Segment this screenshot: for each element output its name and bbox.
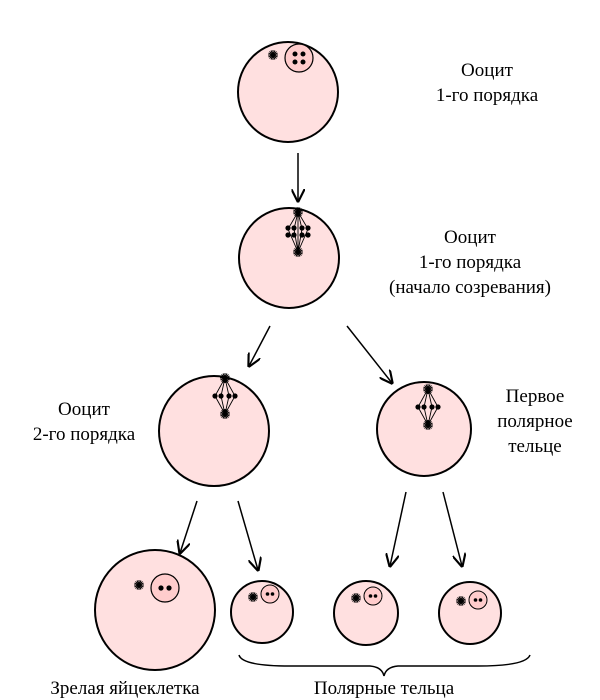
arrow	[180, 500, 198, 553]
label-secondary-oocyte: Ооцит 2-го порядка	[33, 397, 135, 447]
arrow	[237, 500, 258, 570]
label-line: (начало созревания)	[389, 277, 551, 298]
label-first-polar-body: Первое полярное тельце	[497, 384, 572, 459]
label-line: тельце	[508, 436, 562, 457]
label-polar-bodies: Полярные тельца	[313, 678, 455, 699]
nucleus-4-chromosomes	[284, 43, 314, 73]
label-line: Ооцит	[461, 60, 513, 81]
arrow	[249, 325, 271, 366]
nucleus-2-chromosomes	[260, 584, 280, 604]
maturing-oocyte-cell	[238, 207, 340, 309]
first-polar-body-cell	[376, 381, 472, 477]
label-line: Ооцит	[58, 399, 110, 420]
arrow	[346, 325, 392, 383]
label-line: Первое	[505, 386, 565, 407]
label-line: Ооцит	[444, 227, 496, 248]
label-primary-oocyte: Ооцит 1-го порядка	[436, 58, 538, 108]
label-maturing-oocyte: Ооцит 1-го порядка (начало созревания)	[389, 225, 551, 300]
primary-oocyte-cell	[237, 41, 339, 143]
label-mature-egg: Зрелая яйцеклетка	[50, 678, 200, 699]
centrosome-icon	[350, 592, 362, 604]
centrosome-icon	[133, 579, 145, 591]
arrow	[442, 491, 462, 566]
label-line: 2-го порядка	[32, 424, 136, 445]
polar-bodies-brace	[238, 654, 531, 677]
centrosome-icon	[267, 49, 279, 61]
secondary-oocyte-cell	[158, 375, 270, 487]
nucleus-2-chromosomes	[150, 573, 180, 603]
label-line: 1-го порядка	[418, 252, 522, 273]
nucleus-2-chromosomes	[468, 590, 488, 610]
polar-body-cell	[438, 581, 502, 645]
nucleus-2-chromosomes	[363, 586, 383, 606]
centrosome-icon	[455, 595, 467, 607]
centrosome-icon	[247, 591, 259, 603]
label-line: 1-го порядка	[435, 85, 539, 106]
label-line: полярное	[497, 411, 573, 432]
arrow	[390, 491, 407, 566]
mature-egg-cell	[94, 549, 216, 671]
